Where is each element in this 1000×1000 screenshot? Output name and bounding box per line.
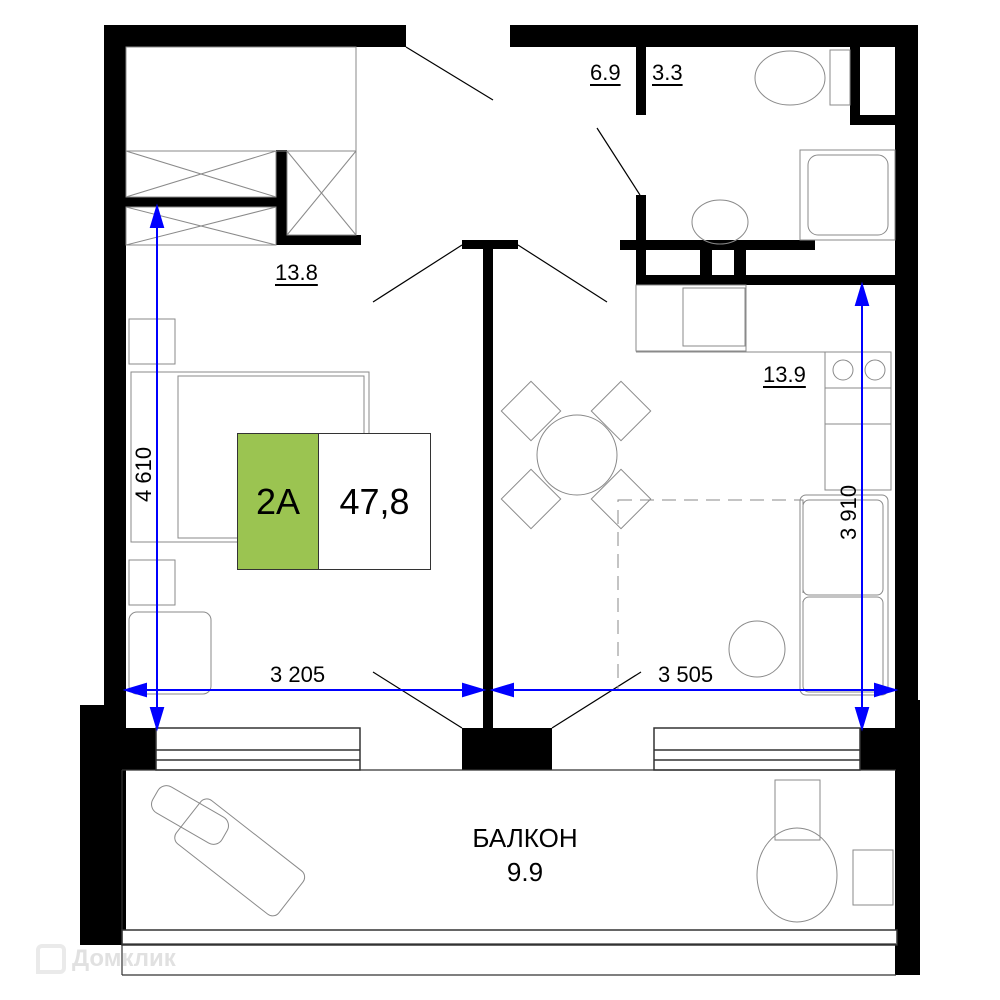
dimension-kitchen-width: 3 505	[658, 662, 714, 687]
watermark-text: Домклик	[72, 945, 176, 972]
door-swings	[372, 46, 642, 729]
balcony-label: БАЛКОН 9.9	[420, 822, 630, 890]
dimension-kitchen-length: 3 910	[836, 484, 861, 540]
walls	[80, 25, 920, 975]
balcony-area: 9.9	[506, 856, 544, 887]
apartment-badge: 2A 47,8	[237, 433, 431, 570]
watermark: Домклик	[36, 944, 176, 974]
dimension-bedroom-length: 4 610	[131, 446, 156, 502]
apartment-type: 2A	[238, 434, 319, 569]
apartment-total-area: 47,8	[339, 480, 410, 522]
balcony-title: БАЛКОН	[472, 823, 578, 853]
room-area-kitchen-living: 13.9	[763, 362, 806, 387]
room-area-bedroom: 13.8	[275, 260, 318, 285]
room-area-hall: 6.9	[590, 60, 621, 85]
balcony-outline	[121, 769, 896, 976]
dimension-lines	[122, 203, 899, 732]
windows	[121, 727, 898, 946]
house-logo-icon	[36, 944, 66, 974]
dimension-bedroom-width: 3 205	[270, 662, 326, 687]
room-area-bathroom: 3.3	[652, 60, 683, 85]
